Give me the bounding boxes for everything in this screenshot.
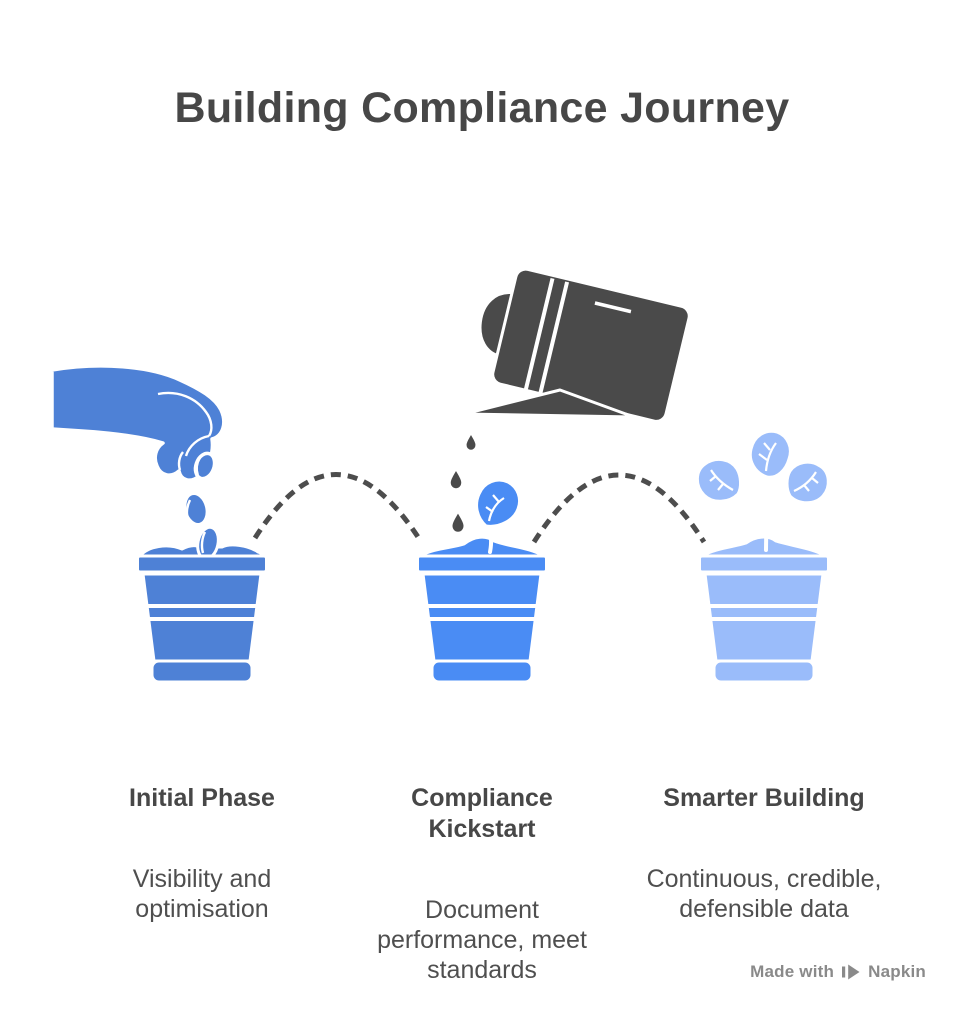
page-title: Building Compliance Journey bbox=[174, 84, 790, 132]
watering-can-back bbox=[478, 291, 516, 358]
stage3-heading: Smarter Building bbox=[663, 784, 865, 812]
stage2-label: Compliance Kickstart Document performanc… bbox=[352, 765, 612, 1003]
stage3-label: Smarter Building Continuous, credible, d… bbox=[634, 765, 894, 942]
watermark[interactable]: Made with Napkin bbox=[750, 962, 926, 982]
stage2-heading: Compliance Kickstart bbox=[411, 784, 553, 843]
watermark-brand: Napkin bbox=[868, 962, 926, 981]
water-drops-icon bbox=[448, 430, 478, 535]
watermark-prefix: Made with bbox=[750, 962, 835, 981]
pot-icon-stage3 bbox=[695, 429, 830, 684]
connector-arc-1 bbox=[252, 472, 423, 542]
pot-icon-stage1 bbox=[136, 525, 268, 684]
pot-rim bbox=[416, 554, 548, 574]
sprout-stem bbox=[486, 524, 494, 554]
stage2-description: Document performance, meet standards bbox=[377, 896, 587, 984]
stage1-heading: Initial Phase bbox=[129, 784, 275, 812]
journey-illustration bbox=[50, 221, 830, 684]
watering-can-icon bbox=[448, 221, 691, 535]
watering-can-spout bbox=[462, 388, 636, 419]
pot-rim bbox=[136, 554, 268, 574]
connector-arcs bbox=[252, 472, 707, 544]
pot-soil-mound bbox=[700, 535, 828, 558]
pot-saucer bbox=[150, 659, 254, 684]
stage1-description: Visibility and optimisation bbox=[132, 865, 272, 923]
stage3-description: Continuous, credible, defensible data bbox=[646, 865, 882, 923]
napkin-logo-icon bbox=[842, 964, 860, 980]
connector-arc-2 bbox=[531, 472, 707, 544]
pot-rim bbox=[698, 554, 830, 574]
pot-saucer bbox=[430, 659, 534, 684]
seed-icon bbox=[182, 491, 210, 527]
hand-planting-seeds-icon bbox=[50, 364, 226, 527]
pot-saucer bbox=[712, 659, 816, 684]
stage1-label: Initial Phase Visibility and optimisatio… bbox=[72, 765, 332, 942]
seed-icon bbox=[193, 451, 217, 481]
pot-soil-mound bbox=[418, 535, 546, 558]
pot-icon-stage2 bbox=[416, 478, 548, 684]
